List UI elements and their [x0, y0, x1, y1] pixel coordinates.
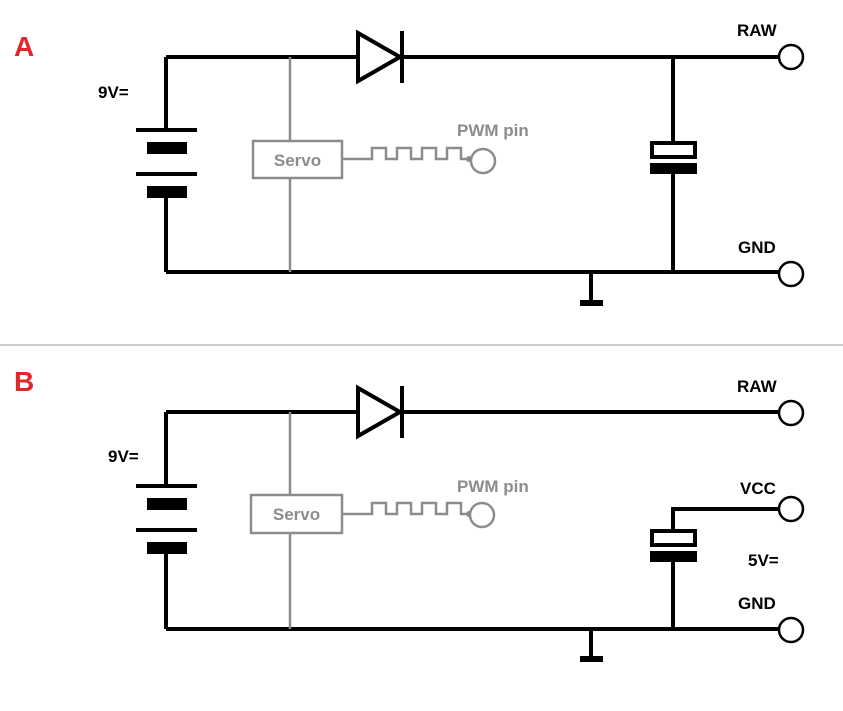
circuit-a: A 9V= [14, 21, 805, 306]
capacitor [650, 141, 697, 174]
battery-plate-short-1 [147, 498, 187, 510]
battery [136, 128, 197, 198]
diode-triangle [356, 29, 405, 85]
capacitor-plate-negative [650, 163, 697, 174]
pwm-pin-label: PWM pin [457, 121, 529, 140]
gnd-terminal [777, 260, 805, 288]
section-label-b: B [14, 366, 34, 397]
servo-box [249, 493, 344, 535]
capacitor-plate-positive [650, 529, 697, 547]
gnd-label: GND [738, 594, 776, 613]
diode [356, 384, 405, 440]
servo-label: Servo [274, 151, 321, 170]
pwm-pin-label: PWM pin [457, 477, 529, 496]
servo: Servo PWM pin [249, 412, 529, 629]
pwm-pin-terminal [469, 147, 497, 175]
battery-label: 9V= [98, 83, 129, 102]
raw-terminal [777, 399, 805, 427]
diode [356, 29, 405, 85]
gnd-terminal [777, 616, 805, 644]
battery [136, 484, 197, 554]
vcc-voltage-label: 5V= [748, 551, 779, 570]
gnd-label: GND [738, 238, 776, 257]
vcc-label: VCC [740, 479, 776, 498]
pwm-signal-wave [342, 501, 469, 516]
raw-label: RAW [737, 377, 778, 396]
diode-triangle [356, 384, 405, 440]
vcc-terminal [777, 495, 805, 523]
raw-terminal [777, 43, 805, 71]
battery-plate-short-1 [147, 142, 187, 154]
pwm-signal-wave [342, 146, 469, 161]
battery-plate-short-2 [147, 186, 187, 198]
battery-label: 9V= [108, 447, 139, 466]
circuit-b: B 9V= [14, 366, 805, 662]
capacitor [650, 529, 697, 562]
raw-label: RAW [737, 21, 778, 40]
ground-symbol [580, 272, 603, 306]
ground-symbol [580, 629, 603, 662]
section-label-a: A [14, 31, 34, 62]
capacitor-plate-positive [650, 141, 697, 159]
pwm-pin-terminal [468, 501, 496, 529]
servo-label: Servo [273, 505, 320, 524]
vcc-wire [671, 507, 779, 530]
servo: Servo PWM pin [251, 57, 529, 272]
battery-plate-short-2 [147, 542, 187, 554]
capacitor-plate-negative [650, 551, 697, 562]
